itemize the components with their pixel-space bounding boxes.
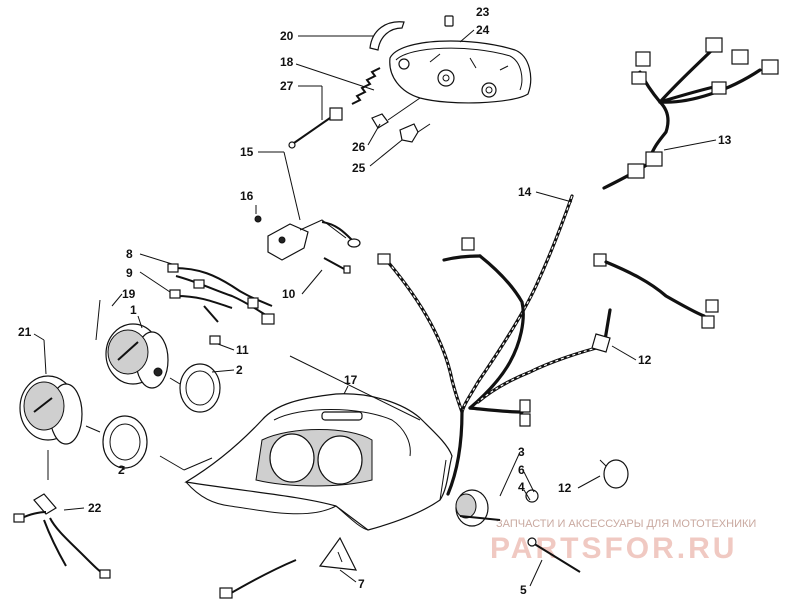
main-harness — [377, 162, 719, 496]
callout-11: 11 — [236, 343, 249, 357]
callout-9: 9 — [126, 266, 133, 280]
watermark-tagline: ЗАПЧАСТИ И АКСЕССУАРЫ ДЛЯ МОТОТЕХНИКИ — [496, 518, 756, 530]
callout-1: 1 — [130, 303, 137, 317]
callout-8: 8 — [126, 247, 133, 261]
callout-4: 4 — [518, 480, 525, 494]
clamp — [591, 333, 629, 489]
callout-6: 6 — [518, 463, 525, 477]
callout-22: 22 — [88, 501, 102, 515]
callout-24: 24 — [476, 23, 490, 37]
gauge-bracket — [254, 215, 361, 274]
connector-harness — [627, 37, 779, 179]
callout-labels: 20 23 24 18 27 26 25 15 16 10 8 9 19 1 1… — [18, 5, 732, 597]
headlight-assembly — [288, 15, 532, 149]
sensor-assembly — [455, 489, 581, 573]
gauge-21 — [19, 375, 148, 480]
instrument-pod — [184, 393, 453, 531]
callout-27: 27 — [280, 79, 294, 93]
callout-20: 20 — [280, 29, 294, 43]
callout-7: 7 — [358, 577, 365, 591]
callout-21: 21 — [18, 325, 32, 339]
callout-5: 5 — [520, 583, 527, 597]
watermark: ЗАПЧАСТИ И АКСЕССУАРЫ ДЛЯ МОТОТЕХНИКИ PA… — [490, 518, 756, 565]
watermark-logo: PARTSFOR.RU — [490, 532, 737, 565]
gauge-1 — [105, 323, 221, 413]
callout-13: 13 — [718, 133, 732, 147]
callout-3: 3 — [518, 445, 525, 459]
callout-12b: 12 — [558, 481, 572, 495]
callout-15: 15 — [240, 145, 254, 159]
leader-lines — [33, 29, 717, 587]
callout-17: 17 — [344, 373, 358, 387]
callout-12a: 12 — [638, 353, 652, 367]
callout-25: 25 — [352, 161, 366, 175]
callout-19: 19 — [122, 287, 136, 301]
callout-2b: 2 — [118, 463, 125, 477]
callout-23: 23 — [476, 5, 490, 19]
callout-26: 26 — [352, 140, 366, 154]
warning-label — [219, 536, 358, 599]
callout-14: 14 — [518, 185, 532, 199]
callout-18: 18 — [280, 55, 294, 69]
callout-10: 10 — [282, 287, 296, 301]
callout-16: 16 — [240, 189, 254, 203]
bulb-harness — [13, 493, 111, 579]
callout-2a: 2 — [236, 363, 243, 377]
gauge-sub-harness — [167, 263, 275, 345]
